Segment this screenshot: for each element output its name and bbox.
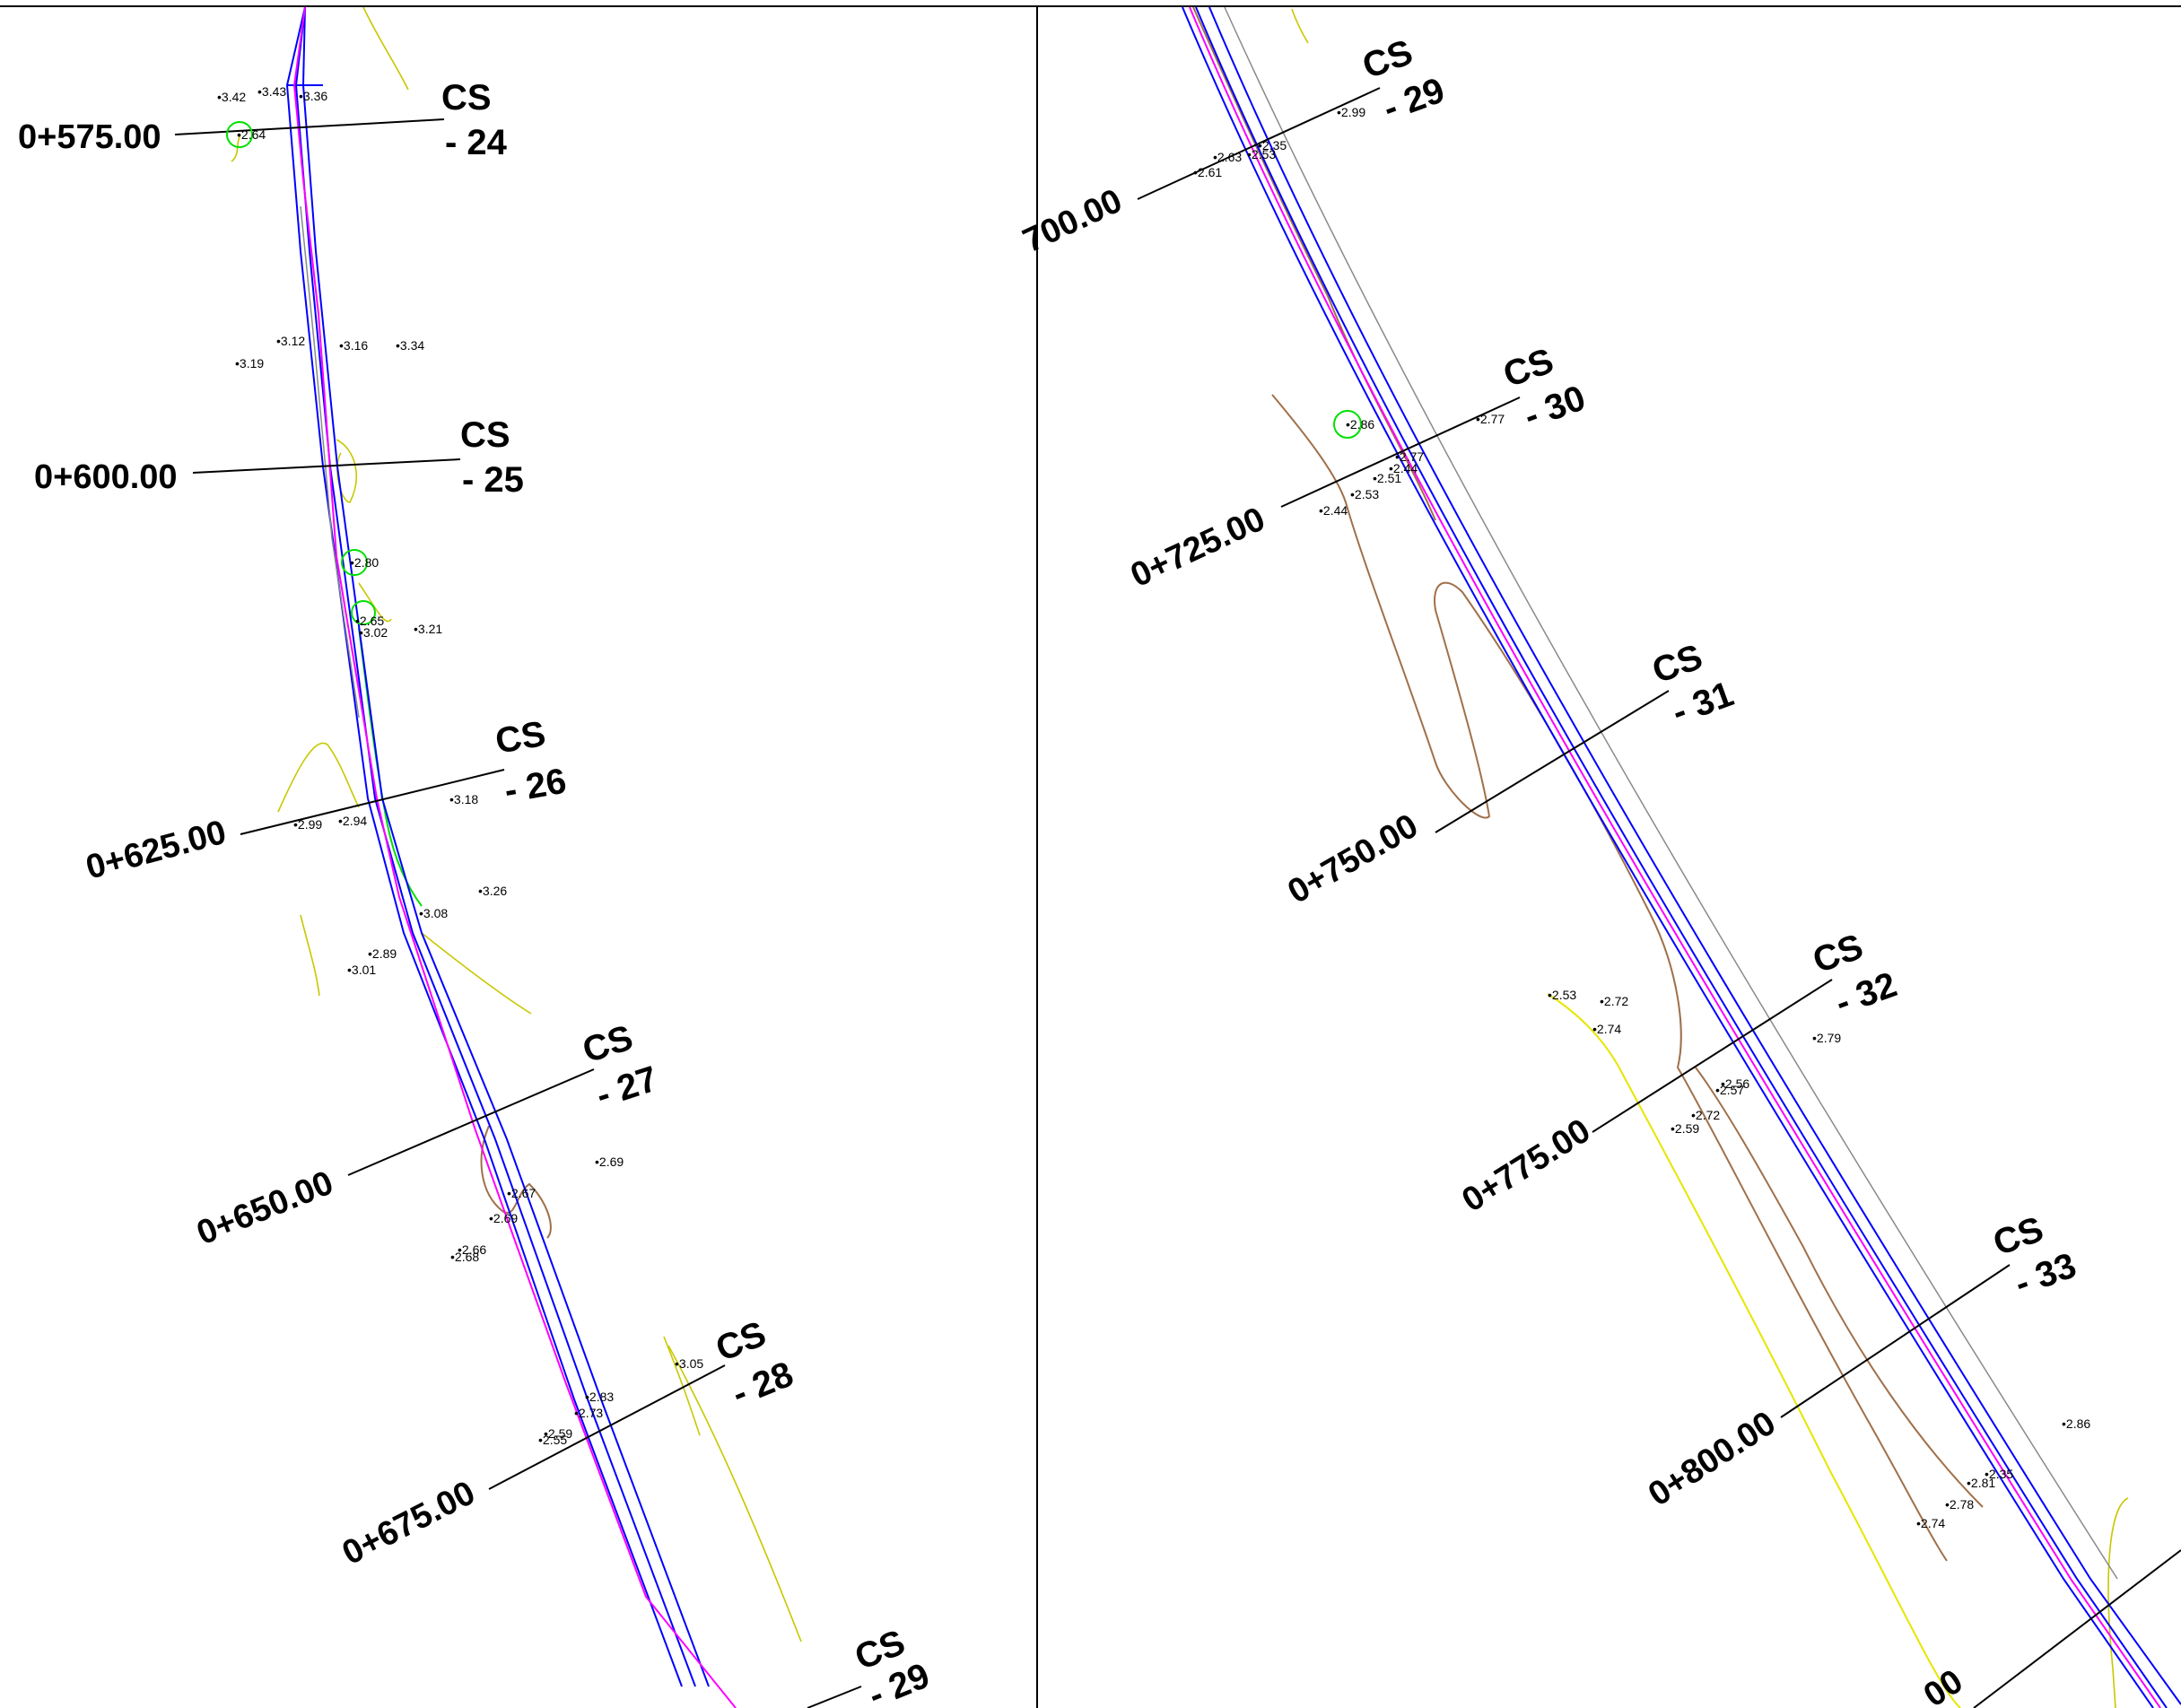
chainage-label: 0+775.00 — [1456, 1111, 1598, 1219]
spot-level: •2.51 — [1373, 471, 1401, 485]
right-control-point — [1333, 410, 1362, 439]
chainage-label: 00 — [1917, 1662, 1969, 1708]
chainage-label: 0+650.00 — [192, 1164, 339, 1253]
spot-level: •2.69 — [595, 1155, 624, 1169]
spot-level: •2.73 — [574, 1406, 603, 1420]
cs-label: CS — [1357, 32, 1418, 86]
left-vegetation-lines — [231, 6, 802, 1643]
chainage-label: 0+750.00 — [1282, 807, 1425, 911]
left-centerline — [292, 6, 737, 1708]
spot-level: •3.26 — [478, 884, 507, 898]
spot-level: •2.53 — [1548, 988, 1576, 1002]
spot-level: •2.67 — [507, 1186, 536, 1200]
cs-number: - 27 — [591, 1059, 662, 1115]
spot-level: •3.42 — [217, 90, 246, 104]
right-vegetation-lines — [1291, 8, 2129, 1708]
cs-label: CS — [493, 714, 548, 762]
spot-level: •2.89 — [368, 946, 397, 961]
cs-number: - 25 — [462, 460, 524, 500]
spot-level: •2.56 — [1721, 1076, 1749, 1091]
left-green-edge — [358, 627, 423, 907]
spot-level: •2.94 — [338, 814, 367, 828]
cs-number: - 26 — [502, 762, 570, 811]
spot-level: •3.34 — [396, 338, 424, 353]
left-brown-edge — [480, 1125, 552, 1239]
spot-level: •2.59 — [1671, 1121, 1699, 1136]
right-spot-levels: •2.99 •2.63 •2.61 •2.35 •2.53 •2.86 •2.7… — [1193, 105, 2090, 1530]
right-bright-yellow-edge — [1547, 993, 1961, 1708]
spot-level: •2.53 — [1350, 487, 1379, 501]
left-alignment-blue — [285, 6, 710, 1687]
right-centerline — [1189, 6, 2161, 1708]
spot-level: •3.08 — [419, 906, 448, 920]
right-brown-edges — [1192, 6, 1984, 1562]
cs-number: - 24 — [445, 123, 508, 162]
spot-level: •3.16 — [339, 338, 368, 353]
spot-level: •2.72 — [1600, 994, 1628, 1008]
left-section-lines — [174, 118, 862, 1708]
spot-level: •2.64 — [237, 127, 266, 142]
spot-level: •3.19 — [235, 356, 264, 370]
cs-label: CS — [711, 1314, 772, 1370]
cs-label: CS — [441, 78, 492, 118]
spot-level: •2.74 — [1916, 1516, 1945, 1530]
cs-label: CS — [1808, 927, 1868, 980]
spot-level: •3.01 — [347, 963, 376, 977]
spot-level: •2.53 — [1247, 147, 1276, 161]
spot-level: •2.66 — [458, 1242, 486, 1257]
left-control-points — [226, 121, 376, 625]
spot-level: •2.35 — [1258, 138, 1287, 152]
right-section-lines — [1137, 87, 2181, 1708]
spot-level: •3.36 — [299, 89, 327, 103]
right-sheet: 700.00 0+725.00 0+750.00 0+775.00 0+800.… — [1017, 6, 2181, 1708]
spot-level: •2.68 — [450, 1250, 479, 1264]
right-alignment-blue — [1182, 6, 2181, 1708]
spot-level: •2.69 — [489, 1211, 518, 1225]
spot-level: •2.86 — [2062, 1416, 2090, 1431]
spot-level: •3.05 — [675, 1356, 703, 1371]
spot-level: •2.99 — [1337, 105, 1365, 119]
spot-level: •2.74 — [1592, 1022, 1621, 1036]
sheet-frame — [0, 5, 2181, 1708]
chainage-label: 0+675.00 — [336, 1474, 481, 1573]
chainage-label: 0+625.00 — [82, 814, 230, 887]
chainage-label: 0+600.00 — [34, 458, 178, 496]
spot-level: •2.55 — [538, 1433, 567, 1447]
spot-level: •2.44 — [1319, 503, 1348, 518]
spot-level: •3.21 — [414, 622, 442, 636]
chainage-label: 0+800.00 — [1642, 1404, 1783, 1513]
spot-level: •2.65 — [355, 614, 384, 628]
spot-level: •3.02 — [359, 625, 388, 640]
spot-level: •2.61 — [1193, 165, 1222, 179]
spot-level: •3.43 — [257, 84, 286, 99]
spot-level: •2.72 — [1691, 1108, 1720, 1122]
cs-label: CS — [578, 1018, 637, 1071]
spot-level: •2.79 — [1812, 1031, 1841, 1045]
spot-level: •3.18 — [449, 792, 478, 806]
spot-level: •2.78 — [1945, 1497, 1974, 1512]
chainage-label: 0+575.00 — [18, 118, 161, 156]
spot-level: •2.86 — [1346, 417, 1374, 431]
right-gray-edge — [1224, 6, 2118, 1580]
left-sheet: 0+575.00 0+600.00 0+625.00 0+650.00 0+67… — [18, 6, 935, 1708]
spot-level: •2.83 — [585, 1390, 614, 1404]
spot-level: •2.59 — [544, 1426, 572, 1441]
spot-level: •2.77 — [1395, 449, 1424, 464]
chainage-label: 0+725.00 — [1125, 501, 1270, 595]
spot-level: •2.35 — [1985, 1467, 2013, 1481]
spot-level: •2.63 — [1213, 150, 1242, 164]
left-gray-edge — [300, 205, 360, 719]
spot-level: •2.99 — [293, 817, 322, 832]
left-spot-levels: •3.42 •3.43 •3.36 •2.64 •3.12 •3.16 •3.3… — [217, 84, 703, 1447]
cs-label: CS — [1498, 341, 1558, 395]
spot-level: •2.77 — [1476, 412, 1505, 426]
spot-level: •3.12 — [276, 334, 305, 348]
chainage-label: 700.00 — [1017, 182, 1128, 260]
spot-level: •2.57 — [1715, 1083, 1744, 1097]
cs-label: CS — [460, 415, 510, 455]
spot-level: •2.44 — [1389, 461, 1418, 475]
spot-level: •2.81 — [1967, 1476, 1995, 1490]
spot-level: •2.80 — [350, 555, 379, 570]
